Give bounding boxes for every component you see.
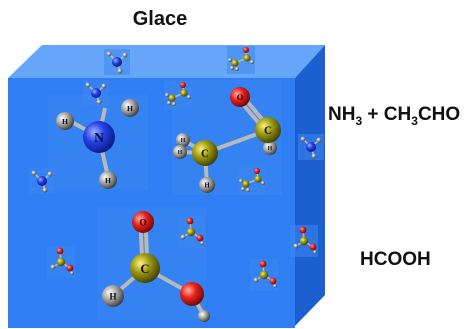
small-o	[186, 217, 194, 225]
small-c	[259, 270, 269, 280]
small-h	[261, 181, 265, 185]
small-o	[243, 47, 249, 53]
small-c	[186, 227, 196, 237]
small-h	[172, 102, 176, 106]
small-h	[122, 52, 128, 58]
small-h	[42, 187, 48, 193]
small-h	[187, 95, 191, 99]
small-h	[117, 68, 123, 74]
small-c	[243, 54, 251, 62]
small-o	[180, 82, 186, 88]
small-h	[273, 284, 277, 288]
small-n	[37, 176, 47, 186]
small-h	[101, 83, 107, 89]
small-o	[66, 264, 74, 272]
small-n	[306, 142, 316, 152]
atom-letter-H: H	[62, 117, 68, 126]
small-o	[259, 260, 267, 268]
small-h	[96, 99, 102, 105]
ammonia-h	[99, 171, 117, 189]
small-h	[47, 171, 53, 177]
formic-o2	[180, 282, 204, 306]
small-h	[311, 153, 317, 159]
ammonia-n	[83, 121, 115, 153]
acetaldehyde-h	[263, 141, 277, 155]
small-o	[299, 226, 307, 234]
acetaldehyde-c2	[255, 117, 281, 143]
ice-side-face	[295, 45, 325, 326]
atom-letter-H: H	[105, 176, 111, 185]
small-h	[200, 241, 204, 245]
ice-top-face	[8, 45, 325, 78]
small-h	[230, 66, 234, 70]
atom-letter-H: H	[204, 183, 210, 190]
atom-letter-O: O	[139, 219, 146, 229]
small-h	[167, 101, 171, 105]
small-c	[231, 59, 239, 67]
label-nh3-ch3cho: NH3 + CH3CHO	[328, 104, 461, 128]
formic-o1	[132, 211, 154, 233]
atom-letter-H: H	[127, 104, 133, 113]
small-h	[253, 277, 259, 283]
small-c	[56, 257, 66, 267]
small-o	[269, 277, 277, 285]
small-h	[239, 179, 243, 183]
atom-letter-H: H	[181, 138, 186, 144]
formic-h	[102, 285, 124, 307]
ammonia-h	[121, 99, 139, 117]
small-h	[313, 250, 317, 254]
small-h	[241, 187, 245, 191]
small-h	[300, 136, 306, 142]
acetaldehyde-h	[176, 133, 190, 147]
small-h	[235, 67, 239, 71]
small-c	[299, 236, 309, 246]
small-h	[70, 271, 74, 275]
formic-c	[130, 253, 160, 283]
small-c	[168, 94, 176, 102]
atom-letter-C: C	[201, 148, 209, 160]
acetaldehyde-h	[199, 177, 215, 193]
small-h	[293, 243, 299, 249]
atom-letter-O: O	[237, 92, 244, 102]
small-c	[180, 89, 188, 97]
small-h	[85, 82, 91, 88]
atom-letter-H: H	[268, 146, 273, 152]
atom-letter-H: H	[178, 150, 183, 156]
small-o	[254, 168, 260, 174]
atom-letter-C: C	[140, 262, 149, 276]
small-n	[91, 88, 101, 98]
small-h	[246, 188, 250, 192]
small-o	[56, 247, 64, 255]
acetaldehyde-h	[173, 145, 187, 159]
small-c	[254, 175, 262, 183]
small-o	[196, 234, 204, 242]
formic-h2	[198, 310, 210, 322]
acetaldehyde-o	[230, 87, 250, 107]
small-h	[316, 137, 322, 143]
small-h	[165, 93, 169, 97]
acetaldehyde-c1	[192, 140, 218, 166]
atom-letter-C: C	[264, 125, 272, 137]
small-h	[228, 58, 232, 62]
atom-letter-H: H	[109, 293, 117, 303]
small-h	[50, 264, 56, 270]
atom-letter-N: N	[94, 130, 104, 145]
label-hcooh: HCOOH	[360, 249, 431, 270]
small-o	[309, 243, 317, 251]
small-n	[112, 57, 122, 67]
small-h	[180, 234, 186, 240]
ammonia-h	[56, 112, 74, 130]
small-h	[250, 60, 254, 64]
small-h	[106, 51, 112, 57]
small-c	[242, 180, 250, 188]
small-h	[31, 170, 37, 176]
title-glace: Glace	[132, 8, 188, 30]
